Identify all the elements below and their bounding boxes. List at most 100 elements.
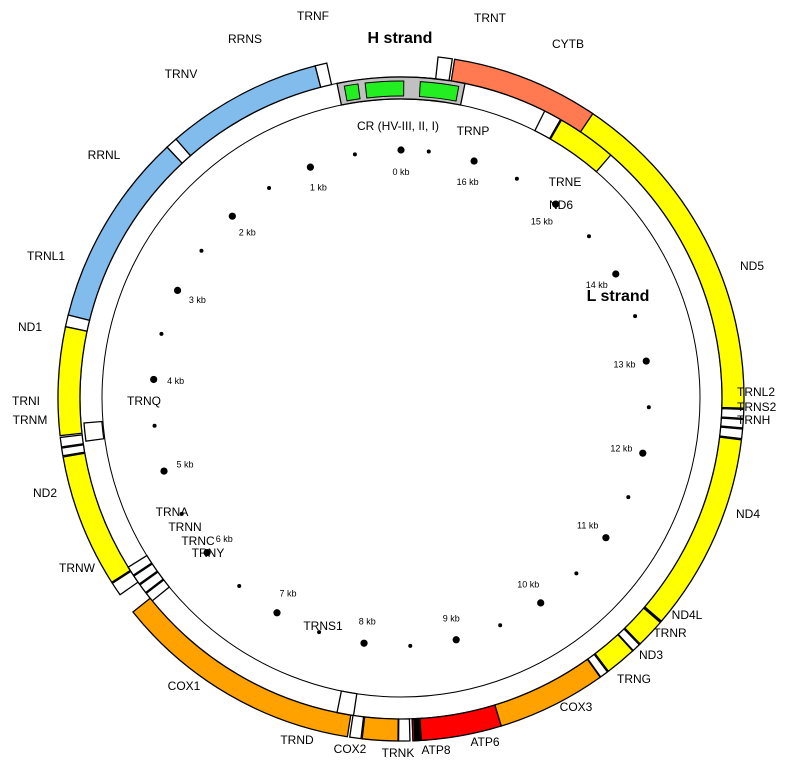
kb-dot-0 xyxy=(397,146,405,154)
gene-label-trns1: TRNS1 xyxy=(303,619,343,633)
kb-half-dot-5 xyxy=(179,511,184,516)
gene-label-rrnl: RRNL xyxy=(88,148,121,162)
gene-label-nd6: ND6 xyxy=(549,198,573,212)
gene-label-atp8: ATP8 xyxy=(421,743,450,757)
gene-label-trnf: TRNF xyxy=(297,9,329,23)
kb-label-1: 1 kb xyxy=(310,183,327,193)
gene-nd2 xyxy=(62,452,132,584)
kb-dot-7 xyxy=(273,609,281,617)
gene-label-cytb: CYTB xyxy=(552,37,584,51)
hypervariable-region-1 xyxy=(343,83,361,102)
hypervariable-region-2 xyxy=(364,80,405,99)
gene-trnr xyxy=(617,627,641,652)
gene-trns1 xyxy=(336,690,358,717)
kb-half-dot-1 xyxy=(267,186,272,191)
gene-cox3 xyxy=(494,658,602,727)
gene-rrnl xyxy=(67,146,183,322)
gene-nd4l xyxy=(623,606,662,645)
kb-half-dot-12 xyxy=(646,405,651,410)
gene-label-nd5: ND5 xyxy=(740,259,764,273)
gene-label-trng: TRNG xyxy=(617,672,651,686)
kb-dot-13 xyxy=(642,357,650,365)
kb-half-dot-14 xyxy=(586,234,591,239)
kb-label-13: 13 kb xyxy=(613,359,635,369)
gene-cox2 xyxy=(361,716,399,742)
gene-label-trna: TRNA xyxy=(156,505,189,519)
gene-nd1 xyxy=(57,325,88,437)
gene-label-trnr: TRNR xyxy=(653,626,687,640)
kb-half-dot-0 xyxy=(352,152,357,157)
kb-dot-15 xyxy=(552,200,560,208)
nd4l-nd4-boundary xyxy=(643,606,662,624)
kb-label-11: 11 kb xyxy=(577,520,598,530)
gene-trnv xyxy=(166,138,192,165)
kb-dot-6 xyxy=(203,549,211,557)
kb-dot-1 xyxy=(306,163,314,171)
kb-dot-12 xyxy=(639,449,647,457)
gene-label-trnq: TRNQ xyxy=(127,394,161,408)
kb-half-dot-6 xyxy=(237,583,242,588)
kb-half-dot-4 xyxy=(152,423,157,428)
gene-label-trnl2: TRNL2 xyxy=(737,385,775,399)
kb-label-14: 14 kb xyxy=(586,280,608,290)
kb-dot-9 xyxy=(452,636,460,644)
gene-trnn xyxy=(133,562,159,585)
gene-label-rrns: RRNS xyxy=(228,32,262,46)
kb-half-dot-13 xyxy=(633,314,638,319)
gene-trnt xyxy=(434,56,454,82)
kb-label-6: 6 kb xyxy=(216,534,233,544)
gene-label-nd4l: ND4L xyxy=(672,608,703,622)
gene-label-cox2: COX2 xyxy=(334,742,367,756)
kb-half-dot-8 xyxy=(408,643,413,648)
gene-label-trnk: TRNK xyxy=(382,746,415,760)
gene-trnl1 xyxy=(64,314,91,333)
kb-label-15: 15 kb xyxy=(531,216,553,226)
kb-half-dot-15 xyxy=(514,176,519,181)
gene-label-trnm: TRNM xyxy=(13,413,48,427)
gene-trng xyxy=(586,653,609,678)
hypervariable-region-3 xyxy=(418,81,460,102)
gene-trnh xyxy=(719,426,744,440)
kb-dot-16 xyxy=(470,157,478,165)
gene-label-trnp: TRNP xyxy=(457,124,490,138)
kb-dot-8 xyxy=(360,639,368,647)
gene-label-nd1: ND1 xyxy=(18,320,42,334)
gene-trnm xyxy=(60,444,86,457)
gene-trnq xyxy=(83,420,105,442)
gene-trnk xyxy=(397,718,411,742)
gene-label-trnl1: TRNL1 xyxy=(27,249,65,263)
kb-half-dot-7 xyxy=(317,630,322,635)
gene-label-trnv: TRNV xyxy=(165,67,198,81)
kb-half-dot-10 xyxy=(574,571,579,576)
gene-atp6 xyxy=(411,704,503,742)
gene-label-trnh: TRNH xyxy=(737,413,770,427)
h-strand-label: H strand xyxy=(368,30,433,47)
kb-dot-11 xyxy=(602,534,610,542)
gene-label-cox3: COX3 xyxy=(560,700,593,714)
gene-trnd xyxy=(348,714,365,740)
kb-label-9: 9 kb xyxy=(443,613,460,623)
kb-half-dot-11 xyxy=(626,495,631,500)
gene-trnc xyxy=(139,571,165,594)
gene-label-trni: TRNI xyxy=(12,394,40,408)
gene-label-trnn: TRNN xyxy=(168,520,201,534)
gene-label-trny: TRNY xyxy=(192,546,225,560)
inner-backbone xyxy=(101,98,701,698)
gene-label-trnd: TRND xyxy=(280,733,314,747)
gene-label-nd3: ND3 xyxy=(639,648,663,662)
gene-trni xyxy=(59,434,85,448)
gene-trnl2 xyxy=(720,407,745,420)
gene-label-trns2: TRNS2 xyxy=(737,400,777,414)
atp8-overlap-stripe xyxy=(413,718,422,741)
kb-half-dot-3 xyxy=(159,331,164,336)
kb-dot-14 xyxy=(612,270,620,278)
kb-dot-10 xyxy=(537,599,545,607)
gene-cytb xyxy=(450,58,594,133)
gene-label-trnw: TRNW xyxy=(59,561,96,575)
gene-label-trne: TRNE xyxy=(549,175,582,189)
gene-label-atp6: ATP6 xyxy=(470,735,499,749)
kb-label-0: 0 kb xyxy=(392,167,409,177)
l-strand-label: L strand xyxy=(587,288,650,305)
